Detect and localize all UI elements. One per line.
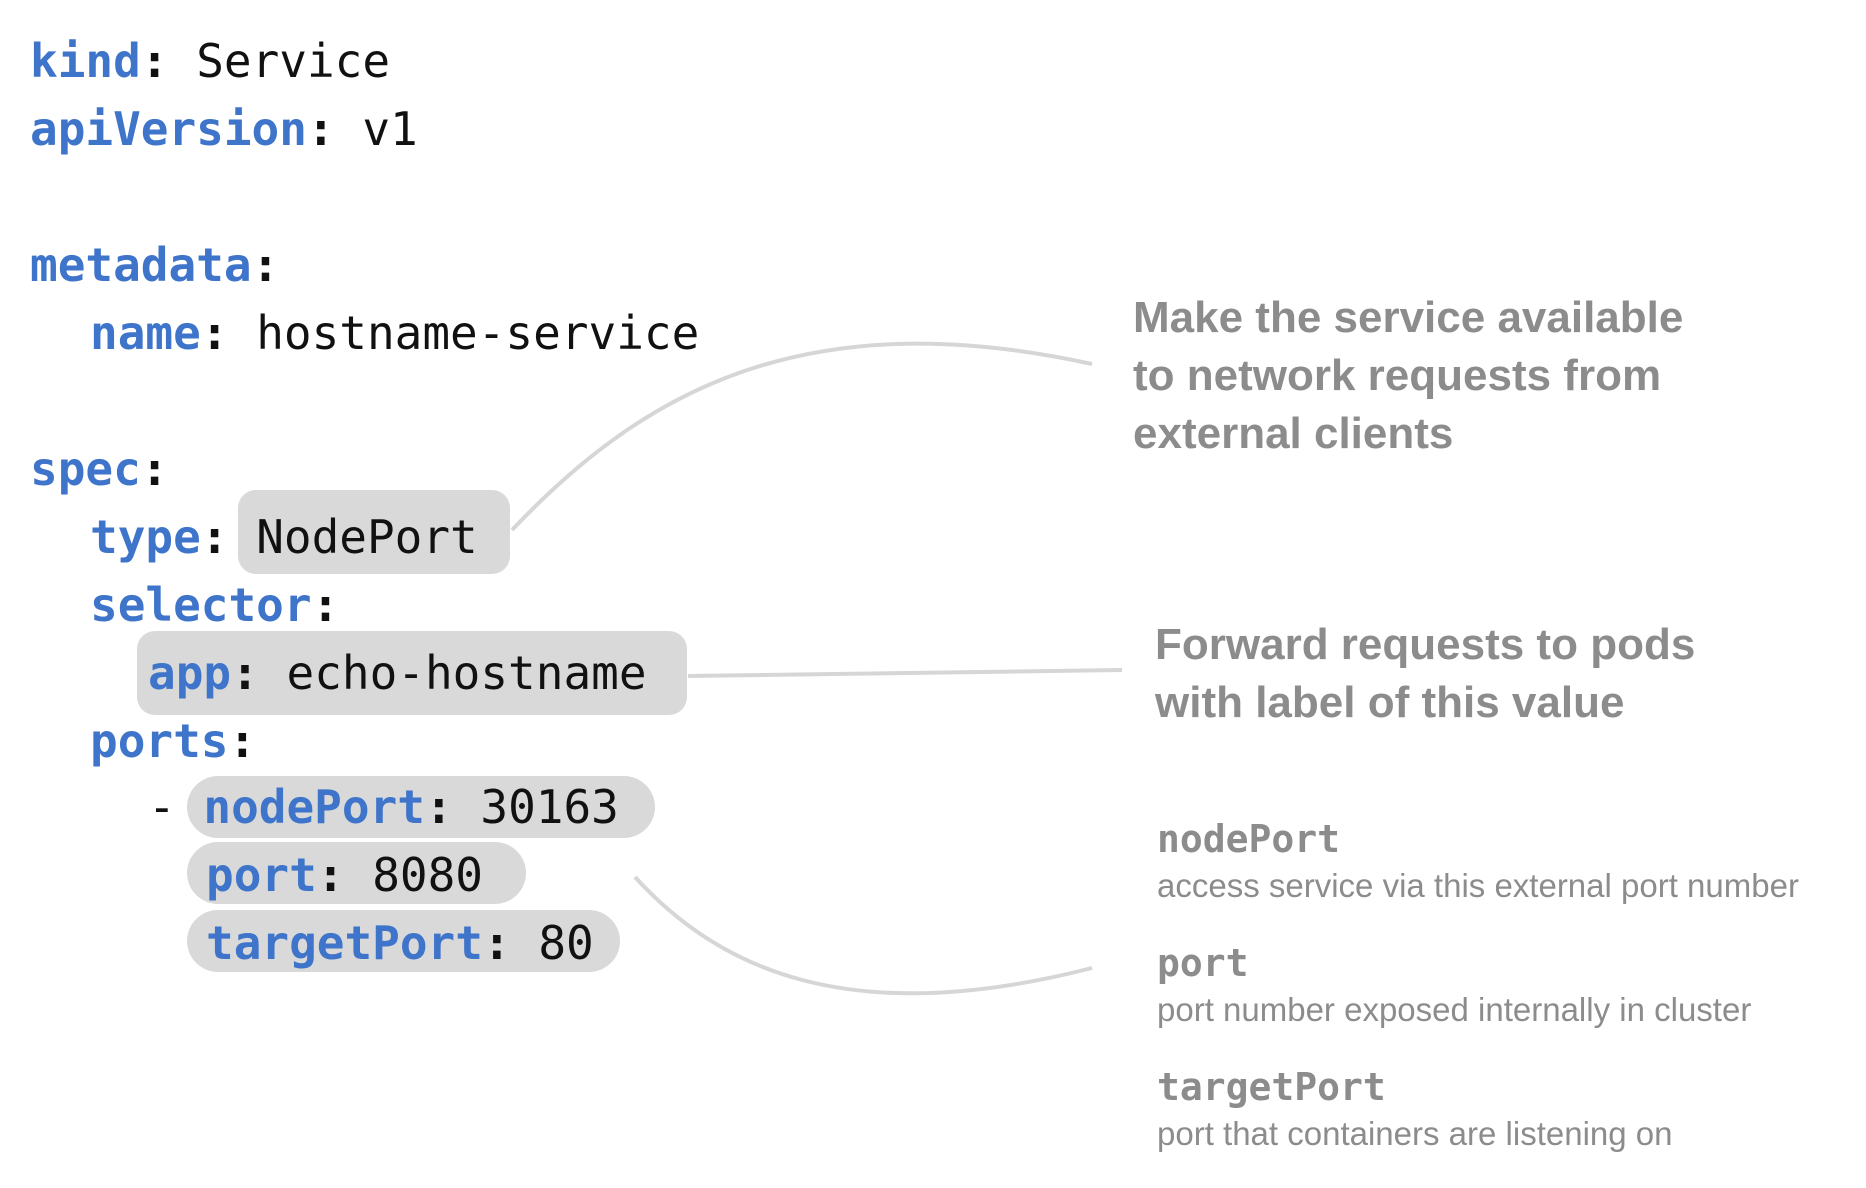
yaml-key-spec: spec: [30, 442, 141, 496]
yaml-key-type: type: [90, 510, 201, 564]
legend-title-port: port: [1157, 941, 1249, 985]
code-line-ports: ports:: [90, 718, 256, 764]
code-line-selector: selector:: [90, 582, 339, 628]
yaml-value-name: hostname-service: [256, 306, 700, 360]
yaml-value-targetport: 80: [538, 916, 594, 970]
code-line-metadata: metadata:: [30, 242, 279, 288]
yaml-value-port: 8080: [372, 848, 483, 902]
yaml-colon: :: [231, 646, 259, 700]
yaml-colon: :: [140, 34, 169, 88]
yaml-key-apiversion: apiVersion: [30, 102, 307, 156]
port-highlight: [187, 842, 526, 904]
yaml-key-selector: selector: [90, 578, 312, 632]
type-annotation: Make the service available to network re…: [1133, 289, 1683, 463]
yaml-colon: :: [251, 238, 280, 292]
code-line-app: app: echo-hostname: [148, 650, 647, 696]
yaml-key-metadata: metadata: [30, 238, 252, 292]
yaml-colon: :: [311, 578, 340, 632]
yaml-value-type: NodePort: [256, 510, 478, 564]
yaml-colon: :: [200, 510, 229, 564]
yaml-colon: :: [140, 442, 169, 496]
legend-desc-port: port number exposed internally in cluste…: [1157, 991, 1752, 1028]
code-line-name: name: hostname-service: [90, 310, 699, 356]
legend-desc-targetport: port that containers are listening on: [1157, 1115, 1673, 1152]
yaml-colon: :: [482, 916, 511, 970]
yaml-key-targetport: targetPort: [206, 916, 483, 970]
type-annotation-line: Make the service available: [1133, 293, 1684, 342]
code-line-apiversion: apiVersion: v1: [30, 106, 418, 152]
yaml-key-kind: kind: [30, 34, 141, 88]
yaml-value-app: echo-hostname: [286, 646, 647, 700]
yaml-key-name: name: [90, 306, 201, 360]
legend-desc-nodeport: access service via this external port nu…: [1157, 867, 1799, 904]
yaml-colon: :: [306, 102, 335, 156]
type-annotation-line: external clients: [1133, 409, 1454, 458]
code-line-kind: kind: Service: [30, 38, 390, 84]
yaml-value-apiversion: v1: [362, 102, 418, 156]
type-annotation-line: to network requests from: [1133, 351, 1662, 400]
selector-annotation-line: Forward requests to pods: [1155, 620, 1696, 669]
yaml-value-kind: Service: [196, 34, 391, 88]
ports-connector-line: [633, 875, 1093, 996]
targetport-highlight: [187, 910, 620, 972]
selector-app-highlight: [137, 631, 687, 715]
yaml-key-nodeport: nodePort: [203, 780, 425, 834]
yaml-key-app: app: [148, 646, 232, 700]
type-connector-line: [510, 341, 1093, 532]
legend-title-targetport: targetPort: [1157, 1065, 1386, 1109]
code-line-port: port: 8080: [206, 852, 483, 898]
yaml-value-nodeport: 30163: [480, 780, 619, 834]
yaml-list-dash: -: [148, 780, 176, 834]
yaml-key-ports: ports: [90, 714, 229, 768]
code-line-type: type: NodePort: [90, 514, 478, 560]
yaml-key-port: port: [206, 848, 317, 902]
type-value-highlight: [238, 490, 510, 574]
code-line-spec: spec:: [30, 446, 168, 492]
yaml-colon: :: [228, 714, 257, 768]
selector-annotation-line: with label of this value: [1155, 678, 1625, 727]
yaml-colon: :: [316, 848, 345, 902]
selector-annotation: Forward requests to pods with label of t…: [1155, 616, 1695, 732]
code-line-nodeport: - nodePort: 30163: [148, 784, 619, 830]
code-line-targetport: targetPort: 80: [206, 920, 594, 966]
legend-title-nodeport: nodePort: [1157, 817, 1341, 861]
yaml-colon: :: [200, 306, 229, 360]
nodeport-highlight: [187, 776, 655, 838]
selector-connector-line: [687, 668, 1123, 678]
yaml-colon: :: [424, 780, 453, 834]
